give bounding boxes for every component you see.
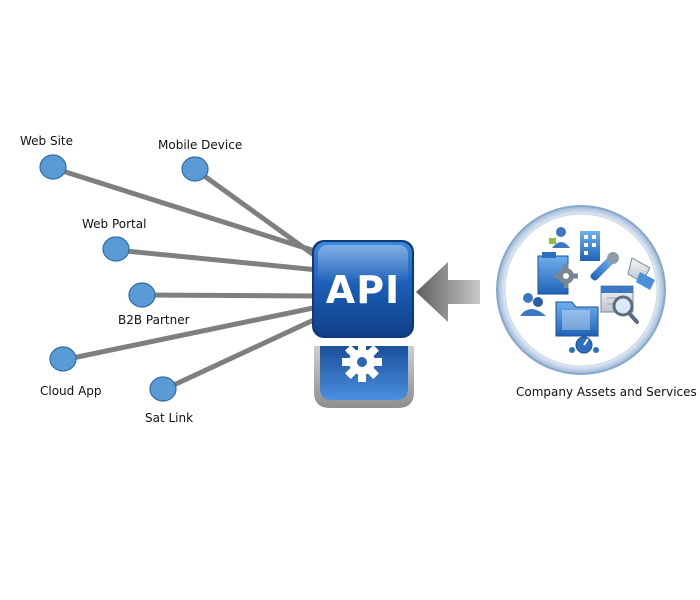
- assets-circle: [496, 205, 666, 375]
- arrow-icon: [416, 262, 480, 322]
- magnifier-icon: [612, 295, 639, 324]
- document-icon: [537, 252, 578, 295]
- connector-web-portal: [113, 247, 321, 273]
- label-web-site: Web Site: [20, 134, 74, 148]
- node-web-portal: [102, 236, 130, 262]
- node-web-site: [39, 154, 67, 180]
- api-box: [312, 240, 414, 338]
- assets-label: Company Assets and Services: [516, 385, 697, 399]
- connector-mobile-device: [193, 167, 321, 261]
- node-b2b-partner: [128, 282, 156, 308]
- folder-icon: [555, 301, 599, 337]
- connector-lines: [50, 165, 321, 393]
- wrench-icon: [590, 252, 619, 281]
- gauge-icon: [569, 336, 599, 354]
- connector-web-site: [50, 165, 321, 255]
- connector-sat-link: [160, 315, 321, 393]
- connector-cloud-app: [60, 304, 321, 363]
- label-cloud-app: Cloud App: [40, 384, 102, 398]
- node-cloud-app: [49, 346, 77, 372]
- node-mobile-device: [181, 156, 209, 182]
- api-reflection: [314, 342, 414, 408]
- gear-icon: [342, 342, 382, 382]
- node-sat-link: [149, 376, 177, 402]
- connector-b2b-partner: [139, 292, 321, 299]
- people-icon: [520, 293, 546, 316]
- label-web-portal: Web Portal: [82, 217, 147, 231]
- api-label: API: [325, 268, 401, 312]
- building-icon: [580, 231, 600, 261]
- label-sat-link: Sat Link: [145, 411, 194, 425]
- label-mobile-device: Mobile Device: [158, 138, 243, 152]
- tag-icon: [627, 257, 655, 290]
- label-b2b-partner: B2B Partner: [118, 313, 190, 327]
- people-icon: [549, 227, 570, 248]
- client-nodes: [39, 154, 209, 402]
